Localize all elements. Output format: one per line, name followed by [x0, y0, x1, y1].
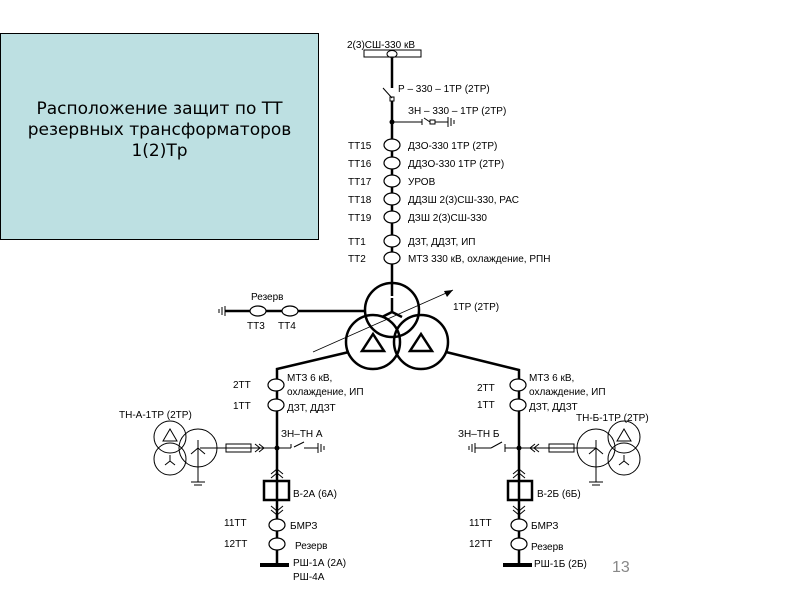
ct-label: ТТ15: [348, 141, 372, 152]
ct-icon: [383, 138, 401, 152]
protection-label: ДЗШ 2(3)СШ-330: [408, 213, 487, 224]
branch-b-prot2-line1: МТЗ 6 кВ,: [529, 373, 574, 384]
branch-a-prot2-line1: МТЗ 6 кВ,: [287, 373, 332, 384]
hv-ct-row: ТТ16 ДДЗО-330 1ТР (2ТР): [348, 156, 504, 170]
branch-b-prot2-line2: охлаждение, ИП: [529, 387, 606, 398]
branch-b: 2ТТ 1ТТ МТЗ 6 кВ, охлаждение, ИП ДЗТ, ДД…: [445, 350, 649, 570]
branch-b-breaker-label: В-2Б (6Б): [537, 489, 581, 500]
ct-icon: [383, 192, 401, 206]
hv-ct-row: ТТ1 ДЗТ, ДДЗТ, ИП: [348, 234, 475, 248]
branch-a-ct11-label: 11ТТ: [224, 518, 247, 529]
ct3-icon: [249, 305, 267, 317]
title-box: Расположение защит по ТТ резервных транс…: [0, 33, 319, 240]
ct-icon: [383, 156, 401, 170]
branch-a-ct12-prot: Резерв: [295, 541, 327, 552]
reserve-winding: Резерв ТТ3 ТТ4: [218, 292, 365, 332]
branch-b-ct11-prot: БМРЗ: [531, 521, 558, 532]
branch-a-vt-label: ТН-А-1ТР (2ТР): [119, 410, 192, 421]
ct-label: ТТ19: [348, 213, 372, 224]
branch-a-bus-line1: РШ-1А (2А): [293, 558, 346, 569]
protection-label: МТЗ 330 кВ, охлаждение, РПН: [408, 254, 550, 265]
ct-label: ТТ1: [348, 237, 366, 248]
protection-label: УРОВ: [408, 177, 436, 188]
protection-label: ДДЗШ 2(3)СШ-330, РАС: [408, 195, 519, 206]
hv-earthing-switch: ЗН – 330 – 1ТР (2ТР): [389, 106, 506, 127]
ct-label: ТТ2: [348, 254, 366, 265]
ct-label: ТТ18: [348, 195, 372, 206]
branch-b-ct11-label: 11ТТ: [469, 518, 492, 529]
ct-icon: [383, 234, 401, 248]
ct-icon: [383, 251, 401, 265]
hv-ct-row: ТТ18 ДДЗШ 2(3)СШ-330, РАС: [348, 192, 519, 206]
branch-b-ct1-label: 1ТТ: [477, 400, 495, 411]
hv-bus-label: 2(3)СШ-330 кВ: [347, 40, 415, 51]
ct4-icon: [281, 305, 299, 317]
ct-icon: [383, 174, 401, 188]
hv-bus: 2(3)СШ-330 кВ: [347, 40, 422, 58]
transformer: 1ТР (2ТР): [312, 281, 499, 371]
branch-a-prot2-line2: охлаждение, ИП: [287, 387, 364, 398]
protection-label: ДЗО-330 1ТР (2ТР): [408, 141, 497, 152]
earthing-label: ЗН – 330 – 1ТР (2ТР): [408, 106, 506, 117]
branch-b-ct12-prot: Резерв: [531, 542, 563, 553]
branch-a-prot1: ДЗТ, ДДЗТ: [287, 403, 336, 414]
branch-b-ct2-label: 2ТТ: [477, 383, 495, 394]
breaker-a-icon: [262, 479, 291, 502]
slide-number: 13: [612, 559, 630, 576]
hv-ct-row: ТТ15 ДЗО-330 1ТР (2ТР): [348, 138, 497, 152]
slide-title: Расположение защит по ТТ резервных транс…: [28, 99, 292, 162]
protection-label: ДЗТ, ДДЗТ, ИП: [408, 237, 475, 248]
branch-b-ct12-label: 12ТТ: [469, 539, 492, 550]
branch-a-ct2-label: 2ТТ: [233, 380, 251, 391]
reserve-label: Резерв: [251, 292, 283, 303]
ct-label: ТТ17: [348, 177, 372, 188]
hv-ct-row: ТТ2 МТЗ 330 кВ, охлаждение, РПН: [348, 251, 550, 265]
branch-a-ct12-label: 12ТТ: [224, 539, 247, 550]
ct3-label: ТТ3: [247, 321, 265, 332]
hv-disconnector: Р – 330 – 1ТР (2ТР): [382, 84, 490, 102]
branch-b-prot1: ДЗТ, ДДЗТ: [529, 402, 578, 413]
branch-a-ct11-prot: БМРЗ: [290, 521, 317, 532]
branch-a-breaker-label: В-2А (6А): [293, 489, 337, 500]
title-line-3: 1(2)Тр: [131, 141, 188, 161]
branch-b-vt-label: ТН-Б-1ТР (2ТР): [576, 413, 649, 424]
disconnector-label: Р – 330 – 1ТР (2ТР): [398, 84, 490, 95]
branch-a-ct1-label: 1ТТ: [233, 401, 251, 412]
hv-ct-row: ТТ19 ДЗШ 2(3)СШ-330: [348, 210, 487, 224]
ct-icon: [383, 210, 401, 224]
title-line-1: Расположение защит по ТТ: [36, 99, 283, 119]
branch-b-bus-line1: РШ-1Б (2Б): [534, 559, 587, 570]
hv-ct-row: ТТ17 УРОВ: [348, 174, 436, 188]
branch-a: 2ТТ 1ТТ МТЗ 6 кВ, охлаждение, ИП ДЗТ, ДД…: [119, 350, 364, 583]
transformer-label: 1ТР (2ТР): [453, 302, 499, 313]
branch-a-bus-line2: РШ-4А: [293, 572, 325, 583]
protection-label: ДДЗО-330 1ТР (2ТР): [408, 159, 504, 170]
branch-a-earthing-label: ЗН–ТН А: [281, 429, 323, 440]
ct-label: ТТ16: [348, 159, 372, 170]
ct4-label: ТТ4: [278, 321, 296, 332]
title-line-2: резервных трансформаторов: [27, 120, 292, 140]
branch-b-earthing-label: ЗН–ТН Б: [458, 429, 500, 440]
breaker-b-icon: [506, 479, 534, 502]
hv-ct-list: ТТ15 ДЗО-330 1ТР (2ТР) ТТ16 ДДЗО-330 1ТР (2…: [348, 138, 550, 265]
